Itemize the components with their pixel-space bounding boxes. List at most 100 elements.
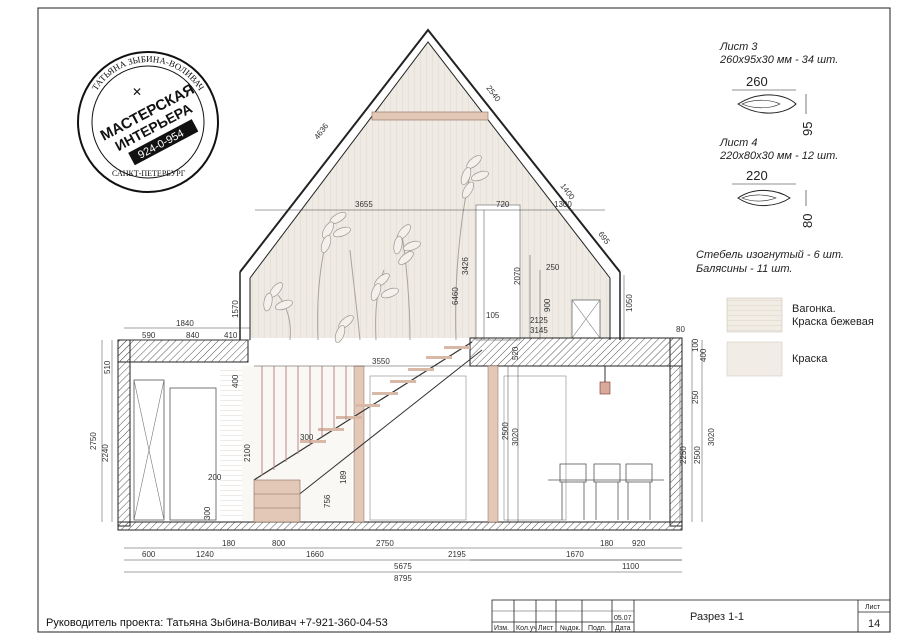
studio-stamp: ТАТЬЯНА ЗЫБИНА-ВОЛИВАЧ ✕ МАСТЕРСКАЯ ИНТЕ… [77, 51, 219, 193]
sheet4-spec: 220х80х30 мм - 12 шт. [719, 150, 838, 162]
dim-3550: 3550 [372, 357, 390, 366]
sheet3-height: 95 [800, 122, 815, 136]
sheet3-spec: 260х95х30 мм - 34 шт. [719, 54, 838, 66]
mezzanine-slab [469, 337, 683, 367]
title-block [491, 599, 891, 633]
sheet4-width: 220 [746, 168, 768, 183]
roof-inner [249, 41, 611, 279]
dim-400a: 400 [231, 374, 240, 388]
leaf-clusters [263, 155, 489, 343]
dim-250b: 250 [691, 390, 700, 404]
dim-b2750: 2750 [376, 539, 394, 548]
tb-col-4: Подп. [588, 625, 607, 632]
sheet4-title: Лист 4 [719, 137, 758, 149]
pendant-lamp [599, 381, 611, 395]
dim-3655: 3655 [355, 200, 373, 209]
dim-2250: 2250 [679, 446, 688, 464]
sheet-label: Лист [865, 604, 881, 611]
dim-520: 520 [511, 346, 520, 360]
dim-3426: 3426 [461, 257, 470, 275]
tb-col-2: Лист [538, 625, 554, 632]
dim-720: 720 [496, 200, 510, 209]
tb-col-0: Изм. [494, 625, 509, 632]
leaf3-icon [737, 94, 797, 114]
dim-b1670: 1670 [566, 550, 584, 559]
tb-col-5: Дата [615, 625, 631, 632]
dim-3145: 3145 [530, 326, 548, 335]
dim-189: 189 [339, 470, 348, 484]
legend-item1-line2: Краска бежевая [792, 316, 874, 328]
kitchen-opening [503, 375, 567, 521]
dim-840: 840 [186, 331, 200, 340]
dim-b1100: 1100 [622, 562, 640, 571]
sheet4-height: 80 [800, 214, 815, 228]
left-wall-panel [220, 366, 244, 520]
dining-set [548, 463, 664, 520]
legend-item2: Краска [792, 353, 828, 365]
dimension-lines [101, 209, 703, 573]
dim-756: 756 [323, 494, 332, 508]
dim-3020a: 3020 [511, 428, 520, 446]
dim-2100: 2100 [243, 444, 252, 462]
tb-col-1: Кол.уч [516, 625, 537, 632]
collar-beam [371, 111, 489, 121]
legend-item1-line1: Вагонка. [792, 303, 836, 315]
roof-outer [239, 28, 621, 273]
dim-200: 200 [208, 473, 222, 482]
dim-b1660: 1660 [306, 550, 324, 559]
dim-1300: 1300 [554, 200, 572, 209]
dim-900: 900 [543, 298, 552, 312]
dim-1840: 1840 [176, 319, 194, 328]
sheet3-title: Лист 3 [719, 41, 758, 53]
sheet-number: 14 [868, 618, 880, 630]
left-wall [117, 339, 131, 527]
annex-door [133, 379, 165, 521]
dim-b600: 600 [142, 550, 156, 559]
tb-date: 05.07 [614, 615, 632, 622]
dim-410: 410 [224, 331, 238, 340]
floor-slab [117, 521, 683, 531]
dim-2750v: 2750 [89, 432, 98, 450]
dim-300b: 300 [203, 506, 212, 520]
dim-6460: 6460 [451, 287, 460, 305]
dim-roof-left: 4636 [312, 121, 330, 141]
dim-2125: 2125 [530, 316, 548, 325]
dim-1570: 1570 [231, 300, 240, 318]
legend-swatch-paint [726, 341, 783, 377]
dim-b920: 920 [632, 539, 646, 548]
dim-b5675: 5675 [394, 562, 412, 571]
drawing-title: Разрез 1-1 [690, 611, 744, 623]
dim-3020b: 3020 [707, 428, 716, 446]
dim-100: 100 [691, 338, 700, 352]
dim-2240: 2240 [101, 444, 110, 462]
sheet-frame [37, 7, 891, 633]
dim-roof-right: 2540 [484, 84, 502, 104]
dim-2500a: 2500 [501, 422, 510, 440]
stamp-city: САНКТ-ПЕТЕРБУРГ [112, 169, 186, 178]
sheet3-width: 260 [746, 74, 768, 89]
baluster-note: Балясины - 11 шт. [696, 263, 792, 275]
tb-col-3: №док. [560, 625, 581, 632]
dim-b800: 800 [272, 539, 286, 548]
project-lead-footer: Руководитель проекта: Татьяна Зыбина-Вол… [46, 617, 388, 629]
dim-80: 80 [676, 325, 685, 334]
dim-250a: 250 [546, 263, 560, 272]
dim-b8795: 8795 [394, 574, 412, 583]
dim-300a: 300 [300, 433, 314, 442]
dim-b1240: 1240 [196, 550, 214, 559]
dim-2500b: 2500 [693, 446, 702, 464]
dim-b180a: 180 [222, 539, 236, 548]
partition-2 [487, 365, 499, 523]
dim-510: 510 [103, 360, 112, 374]
stem-note: Стебель изогнутый - 6 шт. [696, 249, 844, 261]
dim-2070: 2070 [513, 267, 522, 285]
dim-b2195: 2195 [448, 550, 466, 559]
dim-400b: 400 [699, 348, 708, 362]
annex-opening [169, 387, 217, 521]
dim-105: 105 [486, 311, 500, 320]
stamp-x: ✕ [132, 85, 142, 99]
annex-roof-slab [117, 339, 249, 363]
dim-1050: 1050 [625, 294, 634, 312]
